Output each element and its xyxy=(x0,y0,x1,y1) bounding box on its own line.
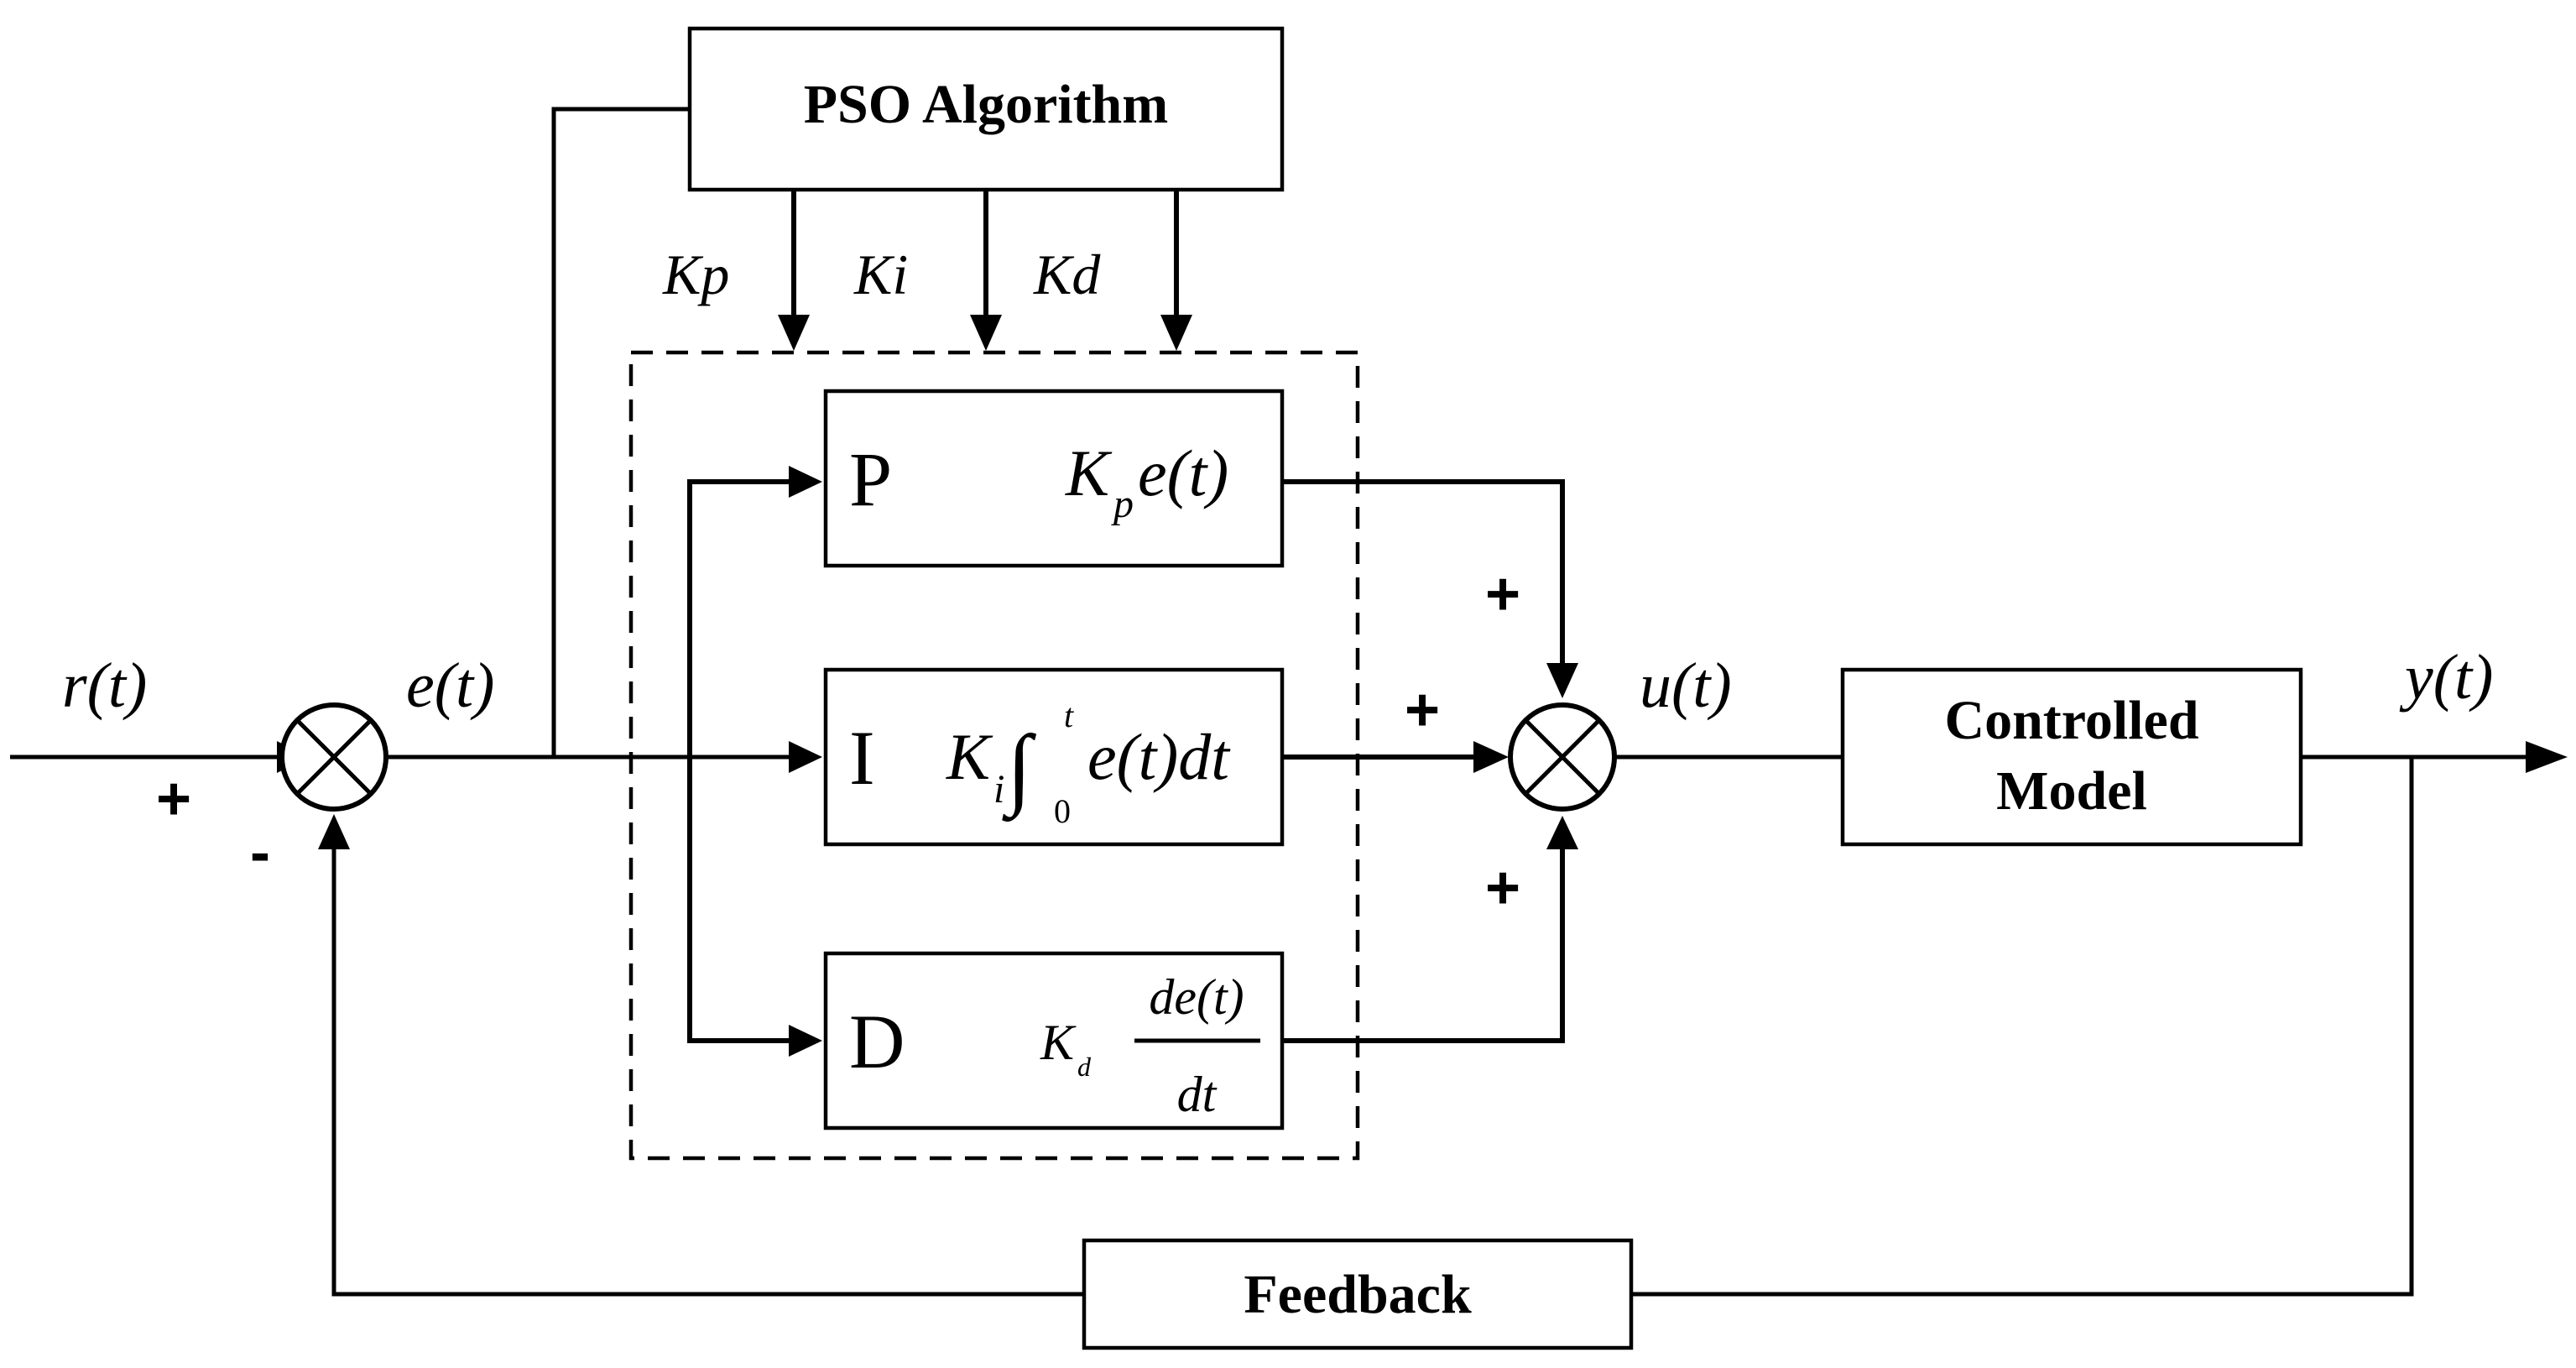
pso-algorithm-block xyxy=(687,26,1285,192)
pid-branch-line xyxy=(687,479,789,1043)
pso-algorithm-label: PSO Algorithm xyxy=(804,74,1169,135)
p-output-arrowhead xyxy=(1546,663,1578,698)
output-arrowhead xyxy=(2526,741,2568,773)
feedback-arrowhead xyxy=(318,814,350,849)
controlled-model-label-line2: Model xyxy=(1996,760,2147,822)
error-signal-label: e(t) xyxy=(406,650,494,721)
i-formula-k: K xyxy=(946,720,993,793)
error-summing-junction xyxy=(279,702,388,812)
control-signal-label: u(t) xyxy=(1640,650,1732,721)
i-plus-sign: + xyxy=(1405,676,1440,744)
i-block-formula: K i ∫ t 0 e(t)dt xyxy=(946,697,1231,830)
p-block-arrowhead xyxy=(789,466,822,498)
i-formula-integral: ∫ xyxy=(1002,718,1036,822)
feedback-return-right xyxy=(1631,757,2414,1297)
feedback-return-left xyxy=(331,849,1084,1297)
kp-gain-label: Kp xyxy=(662,243,729,306)
kp-gain-arrowhead xyxy=(778,315,810,351)
d-plus-sign: + xyxy=(1485,854,1520,922)
output-signal-label: y(t) xyxy=(2399,642,2493,713)
p-formula-sub: p xyxy=(1111,482,1134,526)
d-output-line xyxy=(1282,849,1565,1043)
d-output-arrowhead xyxy=(1546,816,1578,849)
controlled-model-label-line1: Controlled xyxy=(1944,690,2198,751)
reference-plus-sign: + xyxy=(156,765,191,833)
d-block-formula: K d de(t) dt xyxy=(1040,969,1260,1122)
i-formula-upper: t xyxy=(1064,697,1074,734)
i-block-arrowhead xyxy=(789,741,822,773)
d-formula-k: K xyxy=(1040,1015,1077,1070)
feedback-block xyxy=(1082,1238,1634,1350)
reference-signal-label: r(t) xyxy=(62,650,147,721)
i-output-arrowhead xyxy=(1473,741,1509,773)
p-formula-rest: e(t) xyxy=(1138,436,1228,509)
i-block-letter: I xyxy=(849,715,875,801)
i-formula-sub: i xyxy=(993,767,1004,812)
d-formula-numerator: de(t) xyxy=(1149,969,1244,1025)
p-formula-k: K xyxy=(1065,436,1113,509)
p-plus-sign: + xyxy=(1485,561,1520,628)
p-output-line xyxy=(1282,479,1565,663)
feedback-minus-sign: - xyxy=(250,819,270,886)
control-summing-junction xyxy=(1508,702,1617,812)
kd-gain-arrowhead xyxy=(1160,315,1192,351)
error-to-pso-line xyxy=(551,107,690,757)
feedback-label: Feedback xyxy=(1244,1264,1472,1325)
d-block-letter: D xyxy=(849,999,905,1084)
kd-gain-label: Kd xyxy=(1033,243,1101,306)
d-formula-denominator: dt xyxy=(1177,1067,1218,1122)
p-block-letter: P xyxy=(849,436,892,522)
d-formula-sub: d xyxy=(1077,1052,1092,1082)
i-formula-lower: 0 xyxy=(1054,792,1071,830)
controlled-model-block xyxy=(1840,667,2303,847)
ki-gain-arrowhead xyxy=(970,315,1002,351)
i-block xyxy=(823,667,1285,847)
d-block-arrowhead xyxy=(789,1025,822,1057)
p-block-formula: K p e(t) xyxy=(1065,436,1228,526)
i-formula-rest: e(t)dt xyxy=(1087,720,1231,793)
p-block xyxy=(823,389,1285,568)
ki-gain-label: Ki xyxy=(853,243,908,306)
